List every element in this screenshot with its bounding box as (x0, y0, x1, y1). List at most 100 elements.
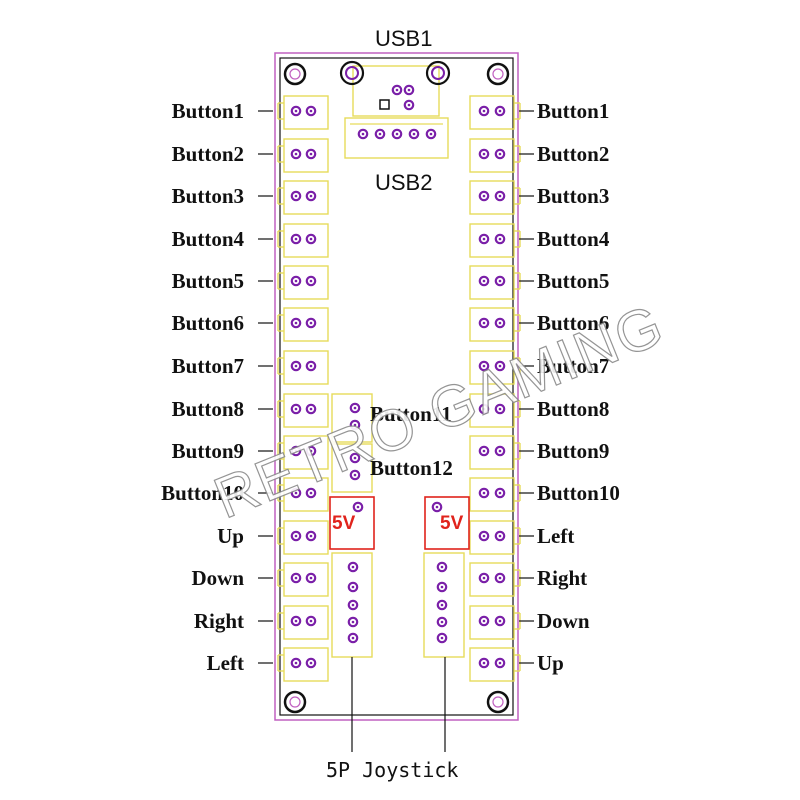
pin-hole (407, 88, 411, 92)
pin-pad (478, 530, 490, 542)
usb-shield-hole (425, 60, 451, 86)
pin-hole (435, 505, 439, 509)
pin-pad (494, 572, 506, 584)
mounting-hole-inner (289, 68, 301, 80)
left-connector-footprint (283, 605, 329, 640)
left-connector-footprint (283, 265, 329, 300)
pin-pad (305, 657, 317, 669)
left-connector-footprint (283, 393, 329, 428)
pin-pad (391, 84, 403, 96)
pin-hole (309, 491, 313, 495)
pin-pad (494, 615, 506, 627)
pin-pad (349, 419, 361, 431)
pin-pad (478, 190, 490, 202)
pin-pad (478, 360, 490, 372)
pin-hole (482, 152, 486, 156)
pin-pad (436, 599, 448, 611)
pin-pad (494, 530, 506, 542)
button12-label: Button12 (370, 456, 453, 480)
pin-pad (408, 128, 420, 140)
left-connector-footprint (283, 647, 329, 682)
usb1-label: USB1 (375, 26, 433, 51)
pin-hole (294, 194, 298, 198)
usb-shield-hole (339, 60, 365, 86)
pin-hole (294, 364, 298, 368)
pin-pad (305, 317, 317, 329)
pin-hole (482, 237, 486, 241)
pin-pad (431, 501, 443, 513)
pin-hole (309, 321, 313, 325)
pin-pad (290, 445, 302, 457)
pin-hole (309, 152, 313, 156)
pin-hole (294, 491, 298, 495)
left-connector-label: Button1 (171, 99, 244, 123)
joystick-header-right (423, 552, 465, 658)
joystick-label: 5P Joystick (326, 758, 459, 782)
board-outline (274, 52, 519, 721)
right-connector-label: Down (537, 609, 590, 633)
right-connector-footprint (469, 477, 515, 512)
pin-hole (482, 364, 486, 368)
pin-pad (290, 615, 302, 627)
pin-hole (440, 565, 444, 569)
pin-hole (498, 661, 502, 665)
pin-pad (403, 84, 415, 96)
pin-pad (305, 487, 317, 499)
pin-hole (294, 321, 298, 325)
pin-pad (478, 233, 490, 245)
right-connector-label: Left (537, 524, 575, 548)
left-connector-footprint (283, 95, 329, 130)
pin-pad (374, 128, 386, 140)
mounting-hole (486, 62, 510, 86)
left-connector-label: Down (191, 566, 244, 590)
pin-pad (290, 317, 302, 329)
pin-pad (494, 190, 506, 202)
pin-pad (349, 452, 361, 464)
pin-pad (478, 148, 490, 160)
pin-hole (294, 279, 298, 283)
pin-pad (305, 572, 317, 584)
pin-pad (494, 403, 506, 415)
pin-hole (482, 109, 486, 113)
pin-hole (309, 407, 313, 411)
pin-hole (498, 407, 502, 411)
pin-pad (494, 233, 506, 245)
pin-hole (498, 109, 502, 113)
pin-pad (305, 445, 317, 457)
pin-pad (494, 275, 506, 287)
pin-hole (353, 406, 357, 410)
left-connector-footprint (283, 307, 329, 342)
left-connector-footprint (283, 520, 329, 555)
pin-hole (482, 534, 486, 538)
pin-pad (305, 615, 317, 627)
pin-hole (482, 279, 486, 283)
right-connector-label: Button10 (537, 481, 620, 505)
pin-hole (353, 423, 357, 427)
pin-pad (478, 275, 490, 287)
mounting-hole-inner (492, 68, 504, 80)
right-connector-label: Button8 (537, 397, 610, 421)
right-connector-footprint (469, 350, 515, 385)
pin-hole (482, 576, 486, 580)
pin-pad (290, 275, 302, 287)
pin-pad (290, 190, 302, 202)
pin-pad (290, 403, 302, 415)
pin-hole (440, 620, 444, 624)
left-connector-footprint (283, 138, 329, 173)
power-5v-right-label: 5V (440, 513, 464, 534)
left-connector-label: Button7 (171, 354, 244, 378)
pin-pad (347, 616, 359, 628)
pin-hole (351, 603, 355, 607)
pin-hole (294, 619, 298, 623)
pin-pad (305, 360, 317, 372)
right-connector-footprint (469, 562, 515, 597)
right-connector-label: Button3 (537, 184, 610, 208)
right-connector-label: Button2 (537, 142, 610, 166)
button11-footprint (331, 393, 373, 443)
pin-pad (403, 99, 415, 111)
pin-pad (290, 148, 302, 160)
pin-pad (478, 657, 490, 669)
right-connector-label: Button4 (537, 227, 610, 251)
pin-hole (482, 194, 486, 198)
pin-hole (440, 585, 444, 589)
